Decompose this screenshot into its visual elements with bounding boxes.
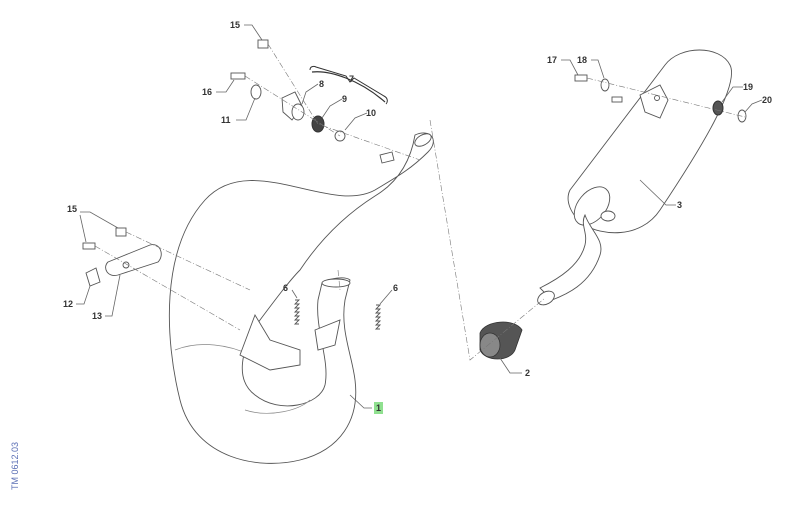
exhaust-header-pipe[interactable] [168, 131, 434, 464]
callout-6-left: 6 [283, 283, 288, 293]
callout-18: 18 [577, 55, 587, 65]
callout-8: 8 [319, 79, 324, 89]
callout-7: 7 [349, 74, 354, 84]
callout-12: 12 [63, 299, 73, 309]
rubber-sleeve[interactable] [479, 321, 523, 360]
spring-right[interactable] [374, 304, 382, 330]
callout-20: 20 [762, 95, 772, 105]
callout-15-left: 15 [67, 204, 77, 214]
callout-6-right: 6 [393, 283, 398, 293]
callout-1: 1 [376, 403, 381, 413]
silencer-muffler[interactable] [535, 49, 732, 308]
drawing-code: TM 0612.03 [10, 442, 20, 490]
callout-3: 3 [677, 200, 682, 210]
callout-9: 9 [342, 94, 347, 104]
top-hardware[interactable] [230, 39, 386, 142]
callout-11: 11 [221, 115, 231, 125]
spring-left[interactable] [293, 299, 301, 325]
callout-16: 16 [202, 87, 212, 97]
callout-15: 15 [230, 20, 240, 30]
callout-1-highlight [374, 402, 383, 414]
callout-19: 19 [743, 82, 753, 92]
left-hardware[interactable] [82, 227, 162, 287]
callout-17: 17 [547, 55, 557, 65]
callout-2: 2 [525, 368, 530, 378]
callout-13: 13 [92, 311, 102, 321]
callout-10: 10 [366, 108, 376, 118]
